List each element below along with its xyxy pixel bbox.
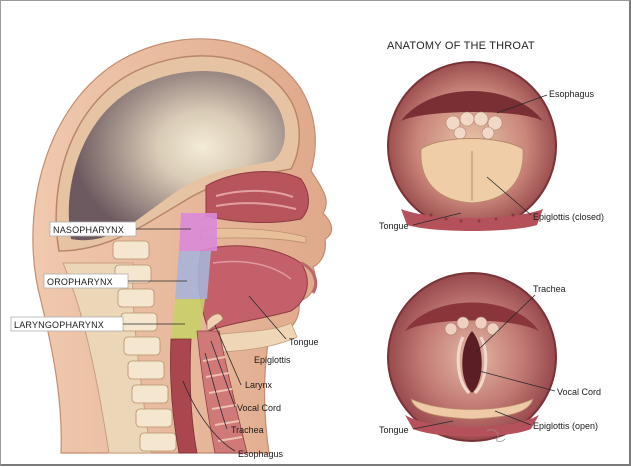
label-trachea-side: Trachea: [231, 425, 264, 435]
label-esophagus-top: Esophagus: [549, 89, 595, 99]
label-tongue-bottom: Tongue: [379, 425, 409, 435]
label-vocal-cord-side: Vocal Cord: [237, 403, 281, 413]
top-view-epiglottis-closed: [388, 62, 556, 231]
label-tongue-top: Tongue: [379, 221, 409, 231]
label-epiglottis-side: Epiglottis: [254, 355, 291, 365]
nasal-cavity: [206, 172, 309, 223]
oropharynx-region: [175, 251, 211, 299]
head-cross-section: [33, 39, 332, 453]
label-oropharynx-text: OROPHARYNX: [47, 277, 113, 287]
nasopharynx-region: [179, 213, 217, 251]
label-tongue-side: Tongue: [289, 337, 319, 347]
label-nasopharynx-text: NASOPHARYNX: [53, 225, 124, 235]
figure-title: ANATOMY OF THE THROAT: [387, 40, 535, 52]
label-epiglottis-open: Epiglottis (open): [533, 421, 598, 431]
label-larynx: Larynx: [245, 380, 273, 390]
bottom-view-epiglottis-open: [388, 273, 556, 442]
label-trachea-bottom: Trachea: [533, 284, 566, 294]
label-vocal-cord-bottom: Vocal Cord: [557, 387, 601, 397]
label-esophagus-side: Esophagus: [238, 449, 284, 459]
label-laryngopharynx-text: LARYNGOPHARYNX: [14, 320, 104, 330]
label-epiglottis-closed: Epiglottis (closed): [533, 212, 604, 222]
